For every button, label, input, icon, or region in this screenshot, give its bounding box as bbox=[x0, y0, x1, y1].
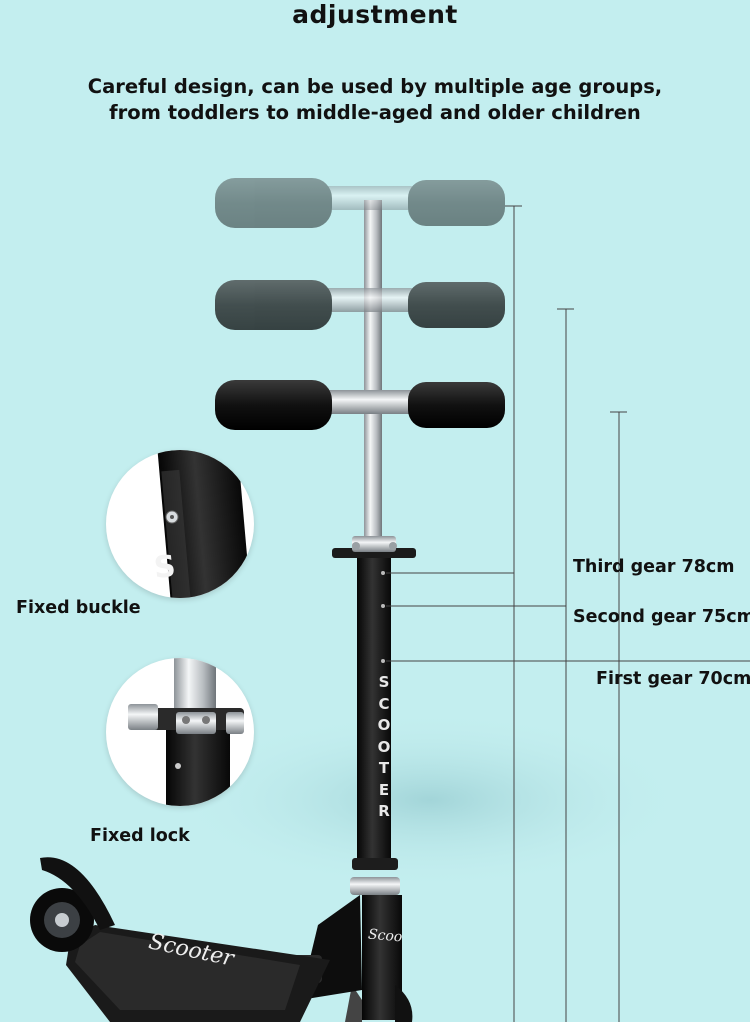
buckle-closeup bbox=[157, 450, 252, 598]
stem-lettering: S C O O T E R bbox=[374, 672, 394, 823]
stem-letter: E bbox=[378, 780, 390, 799]
fixed-buckle-label: Fixed buckle bbox=[16, 598, 141, 618]
stem-letter: C bbox=[378, 694, 390, 713]
fixed-lock-label: Fixed lock bbox=[90, 826, 190, 846]
black-stem bbox=[357, 558, 391, 868]
lower-clamp bbox=[350, 877, 400, 895]
handlebar-middle bbox=[215, 280, 505, 330]
chrome-stem bbox=[364, 200, 382, 550]
handlebar-bottom bbox=[215, 380, 505, 430]
gear-label-third: Third gear 78cm bbox=[573, 557, 735, 577]
gear-label-second: Second gear 75cm bbox=[573, 607, 750, 627]
floor-shadow bbox=[170, 710, 690, 890]
measurement-lines bbox=[386, 205, 750, 1022]
frame-brand: Scoo bbox=[367, 926, 403, 946]
front-wheel-part bbox=[395, 985, 413, 1022]
stem-letter: S bbox=[378, 673, 390, 691]
stem-letter: R bbox=[378, 802, 390, 820]
stem-letter: O bbox=[377, 716, 391, 734]
lock-closeup bbox=[128, 658, 244, 806]
fixed-lock-inset bbox=[106, 658, 254, 806]
buckle-letter: S bbox=[152, 549, 178, 586]
fixed-buckle-inset: S bbox=[106, 450, 254, 598]
handlebar-top bbox=[215, 178, 505, 228]
stem-letter: T bbox=[378, 759, 390, 777]
rear-fender bbox=[40, 857, 115, 930]
page-title: adjustment bbox=[292, 0, 458, 29]
gear-label-first: First gear 70cm bbox=[596, 669, 750, 689]
stem-letter: O bbox=[377, 737, 391, 756]
page-subtitle: Careful design, can be used by multiple … bbox=[87, 75, 663, 124]
stem-clamp bbox=[332, 536, 416, 558]
